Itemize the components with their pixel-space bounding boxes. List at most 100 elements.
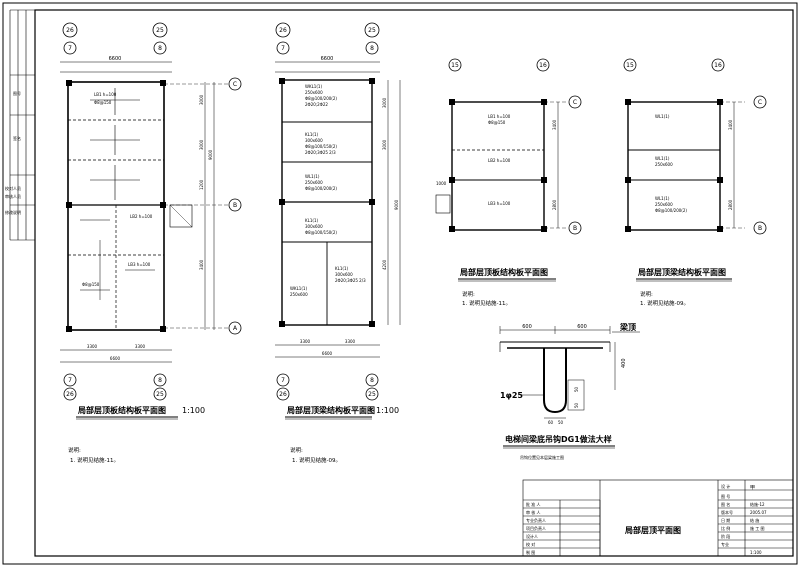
p2-dim-bottom-right: 3300 <box>345 339 356 344</box>
p1-dim-v4: 3400 <box>199 259 204 270</box>
tb-right-label-1: 设 计 <box>721 483 730 489</box>
title-block <box>522 479 794 557</box>
tb-value-5: 施 工 图 <box>750 525 765 531</box>
axis-bubble-8-top: 8 <box>153 41 167 55</box>
svg-text:26: 26 <box>279 27 287 34</box>
plan-2-note-1: 1. 说明见结施-09。 <box>292 456 341 464</box>
p3-dim-v1: 3400 <box>552 119 557 130</box>
left-strip-label-1: 图号 <box>13 90 21 96</box>
p1-dim-bottom-right: 3300 <box>135 344 146 349</box>
plan-4-note-1: 1. 说明见结施-09。 <box>640 299 689 307</box>
p1-dim-bottom-left: 3300 <box>87 344 98 349</box>
p4-wl1-c-size: 250x600 <box>655 202 673 207</box>
detail-rebar: 1φ25 <box>500 391 523 400</box>
p3-side-dim: 1000 <box>436 181 447 186</box>
svg-text:7: 7 <box>68 45 72 52</box>
tb-value-2: 结施-12 <box>750 501 765 507</box>
plan-1-title: 局部层顶板结构板平面图 <box>77 405 166 415</box>
svg-text:25: 25 <box>368 27 376 34</box>
p2-wkl1-bars: 2Φ20;2Φ22 <box>305 102 328 107</box>
plan-1-note-title: 说明: <box>68 446 81 454</box>
plan-4-title: 局部层顶梁结构板平面图 <box>637 267 726 277</box>
p1-dim-bottom-total: 6600 <box>110 356 121 361</box>
svg-text:8: 8 <box>158 377 162 384</box>
row-bubble-b-p1: B <box>228 198 242 212</box>
p2-wkl1-b: WKL1(1) <box>290 286 307 291</box>
svg-text:7: 7 <box>68 377 72 384</box>
svg-text:B: B <box>573 225 577 232</box>
p1-dim-total-v: 9000 <box>208 149 213 160</box>
row-bubble-c-p4: C <box>753 95 767 109</box>
detail-dim-left: 600 <box>522 324 532 330</box>
svg-text:C: C <box>573 99 577 106</box>
svg-text:26: 26 <box>279 391 287 398</box>
p2-wl1-stirrup: Φ8@100/200(2) <box>305 186 337 191</box>
tb-right-label-4: 版本号 <box>721 509 733 515</box>
p4-wl1-c-stirrup: Φ8@100/200(2) <box>655 208 687 213</box>
axis-bubble-26-top: 26 <box>62 22 78 38</box>
p2-wl1-size: 250x600 <box>305 180 323 185</box>
p1-rebar-1: Φ8@150 <box>94 100 112 105</box>
svg-text:8: 8 <box>158 45 162 52</box>
svg-text:8: 8 <box>370 377 374 384</box>
plan-1: 26 25 7 8 6600 <box>60 22 242 464</box>
svg-text:25: 25 <box>368 391 376 398</box>
p2-dim-bottom-total: 6600 <box>322 351 333 356</box>
axis-bubble-15-p3: 15 <box>448 58 462 72</box>
svg-text:C: C <box>758 99 762 106</box>
p1-lb3: LB3 h=100 <box>128 262 151 267</box>
svg-text:25: 25 <box>156 27 164 34</box>
tb-right-label-7: 阶 段 <box>721 533 730 539</box>
detail-dim-right: 600 <box>577 324 587 330</box>
row-bubble-a-p1: A <box>228 321 242 335</box>
detail-dim-d: 50 <box>558 420 564 425</box>
p2-dim-total-v: 9000 <box>394 199 399 210</box>
left-strip-label-4: 审核人员 <box>5 193 21 199</box>
axis-bubble-16-p4: 16 <box>711 58 725 72</box>
p4-dim-v2: 2800 <box>728 199 733 210</box>
tb-left-label-6: 校 对 <box>526 541 535 547</box>
plan-2-scale: 1:100 <box>376 406 399 415</box>
detail-dim-c: 60 <box>548 420 554 425</box>
tb-left-label-1: 批 准 人 <box>526 501 541 507</box>
p2-dim-v3: 4200 <box>382 259 387 270</box>
p2-kl1-c-size: 300x600 <box>335 272 353 277</box>
svg-text:15: 15 <box>451 62 459 69</box>
p2-kl1-stirrup: Φ8@100/150(2) <box>305 144 337 149</box>
p4-wl1-c: WL1(1) <box>655 196 670 201</box>
tb-value-6: 1:100 <box>750 550 762 555</box>
row-bubble-c-p1: C <box>228 77 242 91</box>
tb-right-label-6: 比 例 <box>721 525 730 531</box>
p2-dim-total-top: 6600 <box>321 56 334 62</box>
svg-text:7: 7 <box>281 45 285 52</box>
left-strip-label-3: 校对人员 <box>5 185 21 191</box>
plan-4-outline <box>627 101 721 231</box>
p1-dim-v2: 3000 <box>199 139 204 150</box>
axis-bubble-8-bottom: 8 <box>153 373 167 387</box>
p1-lb2: LB2 h=100 <box>130 214 153 219</box>
p1-lb1: LB1 h=100 <box>94 92 117 97</box>
plan-3-note-title: 说明: <box>462 290 475 298</box>
detail-roof-label: 梁顶 <box>619 322 636 332</box>
plan-3-note-1: 1. 说明见结施-11。 <box>462 299 511 307</box>
tb-right-label-5: 日 期 <box>721 517 730 523</box>
detail-dim-height: 400 <box>621 358 627 368</box>
left-strip <box>9 9 35 241</box>
plan-1-note-1: 1. 说明见结施-11。 <box>70 456 119 464</box>
tb-left-label-7: 制 图 <box>526 549 535 555</box>
axis-bubble-7-top-p2: 7 <box>276 41 290 55</box>
p2-wkl1-b-size: 250x600 <box>290 292 308 297</box>
p1-dim-v1: 3000 <box>199 94 204 105</box>
axis-bubble-26-top-p2: 26 <box>275 22 291 38</box>
tb-right-label-2: 图 号 <box>721 493 730 499</box>
p2-wkl1-size: 250x600 <box>305 90 323 95</box>
p2-kl1: KL1(1) <box>305 132 319 137</box>
p2-dim-bottom-left: 3300 <box>300 339 311 344</box>
svg-text:25: 25 <box>156 391 164 398</box>
axis-bubble-26-bottom-p2: 26 <box>276 387 290 401</box>
p2-kl1-b-size: 300x600 <box>305 224 323 229</box>
p4-wl1-b-size: 250x600 <box>655 162 673 167</box>
axis-bubble-8-top-p2: 8 <box>365 41 379 55</box>
p2-dim-v2: 3000 <box>382 139 387 150</box>
